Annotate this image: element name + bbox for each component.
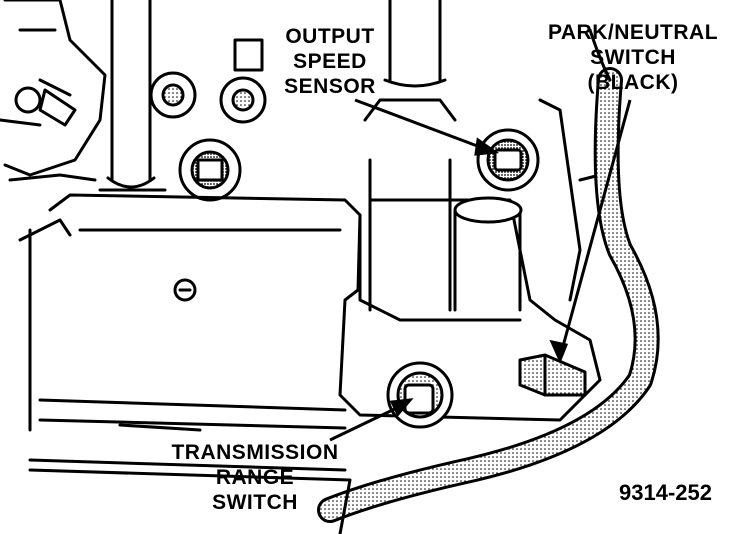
trs-leader-line: [329, 403, 404, 442]
label-line: (BLACK): [587, 71, 679, 94]
left-vertical-tube: [98, 0, 167, 192]
figure-code: 9314-252: [619, 480, 712, 505]
label-line: TRANSMISSION: [171, 441, 339, 464]
label-line: OUTPUT: [285, 25, 375, 48]
pns-leader-line: [560, 99, 632, 351]
oss-arrow-icon: [474, 137, 500, 156]
pns-arrow-icon: [549, 339, 569, 364]
housing-bolt: [173, 278, 197, 302]
oss-leader-line: [354, 98, 489, 152]
wiring-harness: [317, 28, 660, 523]
trs-arrow-icon: [389, 398, 414, 417]
label-line: SWITCH: [590, 46, 676, 69]
output-speed-sensor: [476, 128, 540, 192]
label-output-speed-sensor: OUTPUT SPEED SENSOR: [270, 24, 390, 99]
label-line: SPEED: [293, 50, 367, 73]
housing-cylinders: [368, 196, 523, 312]
label-line: SWITCH: [212, 491, 298, 514]
left-sensor: [178, 138, 242, 202]
transmission-housing: [18, 98, 602, 472]
label-park-neutral-switch: PARK/NEUTRAL SWITCH (BLACK): [540, 20, 726, 95]
upper-left-bracket: [0, 0, 107, 182]
upper-bolts: [149, 38, 267, 124]
leader-lines: [329, 98, 632, 442]
label-line: PARK/NEUTRAL: [547, 21, 719, 44]
label-line: RANGE: [215, 466, 295, 489]
label-transmission-range-switch: TRANSMISSION RANGE SWITCH: [160, 440, 350, 515]
label-line: SENSOR: [284, 75, 376, 98]
oil-pan: [28, 423, 352, 534]
center-vertical-tube: [363, 0, 457, 202]
transmission-range-switch: [386, 361, 454, 429]
park-neutral-switch: [518, 353, 587, 397]
